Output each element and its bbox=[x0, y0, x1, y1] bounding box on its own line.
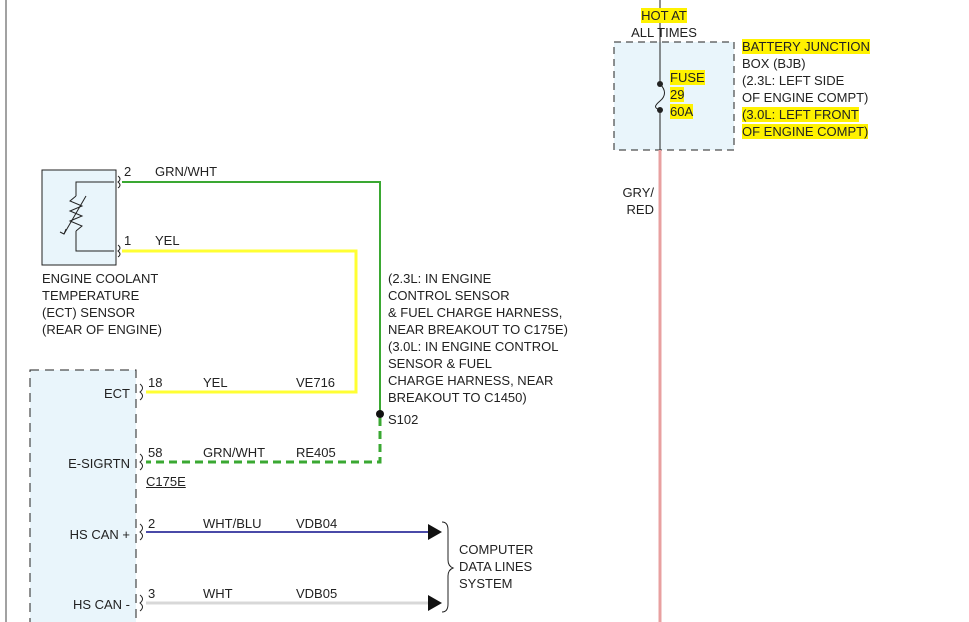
pcm-circuit-ve716: VE716 bbox=[296, 375, 336, 390]
pcm-pin-18: 18 bbox=[148, 375, 163, 390]
splice-note-line-7: CHARGE HARNESS, NEAR bbox=[388, 373, 554, 388]
splice-note-line-3: & FUEL CHARGE HARNESS, bbox=[388, 305, 563, 320]
thermistor-arrow-tail bbox=[59, 228, 67, 235]
bjb-label: BATTERY JUNCTION BOX (BJB) (2.3L: LEFT S… bbox=[742, 38, 870, 140]
pcm-pin2-bracket bbox=[139, 523, 143, 541]
pcm-box bbox=[29, 369, 137, 622]
thermistor-lead-bottom bbox=[75, 231, 114, 252]
pcm-pin-2: 2 bbox=[148, 516, 156, 531]
sensor-name-line-1: ENGINE COOLANT bbox=[42, 271, 159, 286]
splice-note-line-4: NEAR BREAKOUT TO C175E) bbox=[388, 322, 568, 337]
thermistor-arrow bbox=[63, 195, 87, 235]
splice-note-line-2: CONTROL SENSOR bbox=[388, 288, 510, 303]
network-line-1: COMPUTER bbox=[459, 542, 534, 557]
sensor-pin1-bracket bbox=[117, 244, 121, 258]
pcm-label-hs-can-plus: HS CAN + bbox=[69, 527, 130, 542]
bjb-line-2: BOX (BJB) bbox=[742, 56, 806, 71]
network-line-2: DATA LINES bbox=[459, 559, 533, 574]
sensor-pin2-number: 2 bbox=[124, 164, 132, 179]
pcm-pin-3: 3 bbox=[148, 586, 156, 601]
grn-wht-wire bbox=[122, 181, 381, 414]
hs-can-minus-arrow bbox=[428, 595, 442, 611]
gry-red-label: GRY/ RED bbox=[600, 184, 654, 218]
pcm-label-ect: ECT bbox=[104, 386, 130, 401]
pcm-pin18-bracket bbox=[139, 383, 143, 401]
splice-note-line-8: BREAKOUT TO C1450) bbox=[388, 390, 527, 405]
fuse-line-3: 60A bbox=[670, 104, 694, 119]
sensor-pin2-wire-color: GRN/WHT bbox=[155, 164, 218, 179]
sensor-name-line-2: TEMPERATURE bbox=[42, 288, 140, 303]
pcm-circuit-vdb05: VDB05 bbox=[296, 586, 338, 601]
splice-note-line-6: SENSOR & FUEL bbox=[388, 356, 493, 371]
fuse-label: FUSE 29 60A bbox=[670, 69, 705, 120]
splice-location-note: (2.3L: IN ENGINE CONTROL SENSOR & FUEL C… bbox=[388, 270, 568, 406]
sensor-pin2-bracket bbox=[117, 175, 121, 189]
bjb-line-4: OF ENGINE COMPT) bbox=[742, 90, 869, 105]
pcm-label-esigrtn: E-SIGRTN bbox=[68, 456, 130, 471]
sensor-name-line-3: (ECT) SENSOR bbox=[42, 305, 136, 320]
pcm-pin-58: 58 bbox=[148, 445, 163, 460]
hot-line2: ALL TIMES bbox=[631, 25, 697, 40]
sensor-pin1-wire-color: YEL bbox=[155, 233, 180, 248]
network-line-3: SYSTEM bbox=[459, 576, 513, 591]
pcm-pin58-bracket bbox=[139, 453, 143, 471]
hs-can-plus-arrow bbox=[428, 524, 442, 540]
sensor-name-line-4: (REAR OF ENGINE) bbox=[42, 322, 162, 337]
sensor-pin1-number: 1 bbox=[124, 233, 132, 248]
hot-line1: HOT AT bbox=[641, 8, 687, 23]
splice-note-line-5: (3.0L: IN ENGINE CONTROL bbox=[388, 339, 559, 354]
grn-wht-pcm-wire bbox=[146, 418, 382, 464]
fuse-line-2: 29 bbox=[670, 87, 685, 102]
ect-sensor-name: ENGINE COOLANT TEMPERATURE (ECT) SENSOR … bbox=[42, 270, 162, 338]
pcm-circuit-vdb04: VDB04 bbox=[296, 516, 338, 531]
bjb-line-6: OF ENGINE COMPT) bbox=[742, 124, 869, 139]
pcm-wire-yel: YEL bbox=[203, 375, 228, 390]
splice-note-line-1: (2.3L: IN ENGINE bbox=[388, 271, 492, 286]
gry-red-line1: GRY/ bbox=[622, 185, 654, 200]
splice-s102-dot bbox=[376, 410, 384, 418]
pcm-pin3-bracket bbox=[139, 594, 143, 612]
thermistor-lead-top bbox=[75, 181, 114, 196]
yel-wire bbox=[122, 249, 358, 394]
fuse-element bbox=[655, 83, 665, 111]
pcm-connector-id: C175E bbox=[146, 474, 186, 489]
pcm-wire-wht: WHT bbox=[203, 586, 233, 601]
pcm-wire-grn-wht: GRN/WHT bbox=[203, 445, 266, 460]
fuse-line-1: FUSE bbox=[670, 70, 705, 85]
pcm-label-hs-can-minus: HS CAN - bbox=[72, 597, 130, 612]
bjb-line-1: BATTERY JUNCTION bbox=[742, 39, 870, 54]
bjb-line-5: (3.0L: LEFT FRONT bbox=[742, 107, 859, 122]
network-brace bbox=[441, 521, 455, 613]
splice-id: S102 bbox=[388, 412, 419, 427]
gry-red-line2: RED bbox=[626, 202, 654, 217]
bjb-line-3: (2.3L: LEFT SIDE bbox=[742, 73, 845, 88]
computer-data-lines-label: COMPUTER DATA LINES SYSTEM bbox=[459, 541, 533, 592]
hot-at-all-times: HOT AT ALL TIMES bbox=[624, 7, 704, 41]
pcm-circuit-re405: RE405 bbox=[296, 445, 336, 460]
pcm-wire-wht-blu: WHT/BLU bbox=[203, 516, 262, 531]
